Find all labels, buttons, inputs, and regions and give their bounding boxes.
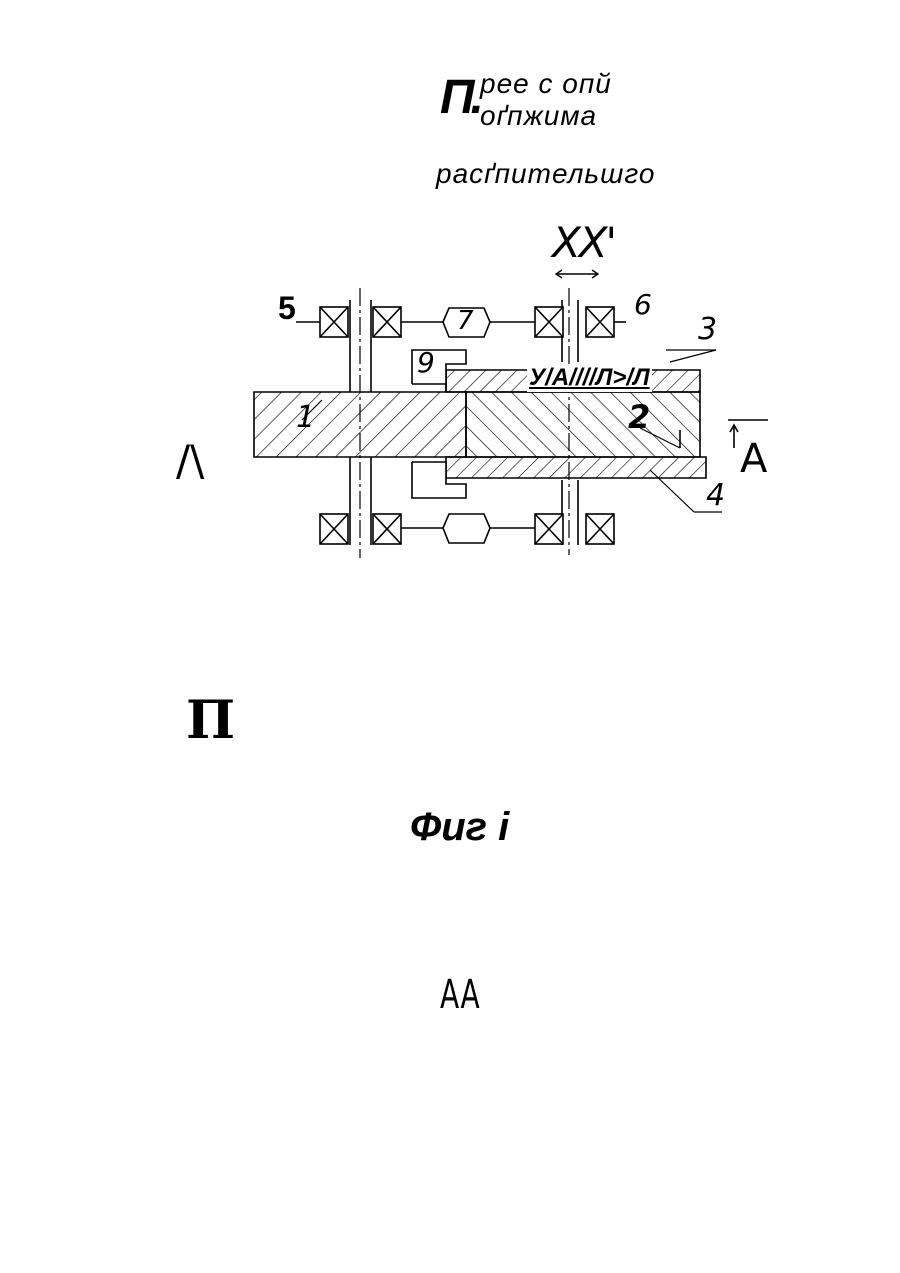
bearing-bottom-left-2 bbox=[373, 514, 401, 544]
section-label: АА bbox=[440, 972, 481, 1018]
label-2: 2 bbox=[628, 398, 650, 436]
label-7: 7 bbox=[457, 306, 474, 336]
label-1: 1 bbox=[296, 400, 315, 435]
label-xx: XX' bbox=[552, 218, 615, 267]
bearing-top-left-2 bbox=[373, 307, 401, 337]
part-1-body bbox=[254, 392, 466, 457]
label-4: 4 bbox=[706, 478, 725, 513]
label-6: 6 bbox=[634, 288, 652, 321]
bearing-top-right-2 bbox=[586, 307, 614, 337]
bearing-top-left-1 bbox=[320, 307, 348, 337]
bearing-bottom-right-2 bbox=[586, 514, 614, 544]
part-2-body bbox=[466, 392, 700, 457]
link-bottom bbox=[401, 514, 535, 543]
label-9: 9 bbox=[417, 346, 435, 379]
bearing-top-right-1 bbox=[535, 307, 563, 337]
label-left: /\ bbox=[176, 436, 204, 485]
part-4-plate bbox=[446, 457, 706, 478]
hatched-text: У/А////Л>/Л bbox=[527, 364, 652, 392]
bearing-bottom-right-1 bbox=[535, 514, 563, 544]
bearing-bottom-left-1 bbox=[320, 514, 348, 544]
symbol-pi: П bbox=[186, 690, 235, 751]
figure-caption: Фиг i bbox=[410, 805, 509, 850]
label-a: A bbox=[740, 436, 767, 482]
label-3: 3 bbox=[698, 312, 717, 347]
label-5: 5 bbox=[278, 290, 296, 327]
xx-arrow bbox=[556, 270, 598, 278]
